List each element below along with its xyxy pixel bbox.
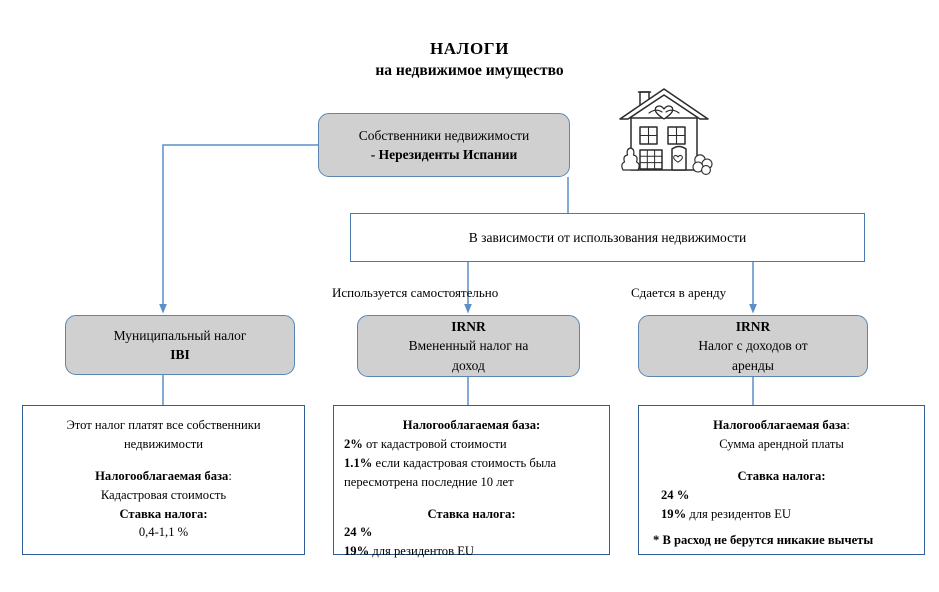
card-imputed-rate-label: Ставка налога:	[427, 506, 516, 521]
node-irnr-rental-line1: IRNR	[735, 319, 771, 335]
title-main: НАЛОГИ	[429, 39, 510, 58]
node-municipal-line1: Муниципальный налог	[113, 327, 247, 343]
card-rental-details: Налогооблагаемая база: Сумма арендной пл…	[638, 405, 925, 555]
card-imputed-rate-19-row: 19% для резидентов EU	[344, 542, 599, 561]
card-rental-base-row: Налогооблагаемая база:	[649, 416, 914, 435]
card-imputed-rate11-value: 1.1%	[344, 455, 373, 470]
node-owner-line1: Собственники недвижимости	[358, 127, 530, 143]
card-rental-note: * В расход не берутся никакие вычеты	[653, 533, 874, 548]
connector-owner-to-municipal	[159, 144, 318, 314]
branch-label-rented: Сдается в аренду	[631, 285, 727, 300]
card-rental-rate-19-value: 19%	[661, 506, 687, 521]
card-rental-rate-19-text: для резидентов EU	[686, 506, 791, 521]
card-imputed-rate11-text: если кадастровая стоимость была	[372, 455, 557, 470]
card-imputed-rate-19-text: для резидентов EU	[369, 544, 474, 559]
card-rental-base-colon: :	[846, 418, 850, 432]
branch-label-self-use: Используется самостоятельно	[332, 285, 499, 300]
card-imputed-rate11-row: 1.1% если кадастровая стоимость была	[344, 454, 599, 473]
card-imputed-rate2-row: 2% от кадастровой стоимости	[344, 435, 599, 454]
title-subtitle: на недвижимое имущество	[375, 61, 564, 79]
node-irnr-imputed-line1: IRNR	[451, 319, 486, 335]
card-municipal-intro-line2: недвижимости	[123, 436, 204, 451]
card-municipal-base-label: Налогооблагаемая база	[95, 468, 229, 483]
card-imputed-rate2-value: 2%	[344, 436, 363, 451]
card-imputed-rate11-cont: пересмотрена последние 10 лет	[344, 474, 514, 489]
card-imputed-base-label: Налогооблагаемая база:	[402, 418, 541, 432]
node-owner-nonresident[interactable]: Собственники недвижимости - Нерезиденты …	[318, 113, 570, 177]
card-rental-base-label: Налогооблагаемая база	[713, 418, 847, 432]
card-municipal-base-value: Кадастровая стоимость	[100, 487, 227, 502]
house-icon	[614, 82, 714, 178]
node-municipal-ibi[interactable]: Муниципальный налог IBI	[65, 315, 295, 375]
card-imputed-details: Налогооблагаемая база: 2% от кадастровой…	[333, 405, 610, 558]
node-irnr-imputed-line3: доход	[452, 357, 485, 373]
card-rental-base-value: Сумма арендной платы	[719, 436, 844, 451]
card-rental-rate-24: 24 %	[661, 487, 690, 502]
card-municipal-details: Этот налог платят все собственники недви…	[22, 405, 305, 555]
page-title: НАЛОГИ на недвижимое имущество	[0, 38, 939, 82]
card-municipal-rate-label: Ставка налога:	[119, 506, 208, 521]
card-municipal-rate-value: 0,4-1,1 %	[138, 525, 189, 540]
node-irnr-imputed-line2: Вмененный налог на	[408, 338, 529, 354]
card-municipal-base-colon: :	[228, 468, 232, 483]
node-irnr-rental-line3: аренды	[732, 357, 774, 373]
node-irnr-rental-line2: Налог с доходов от	[698, 338, 808, 354]
card-municipal-intro-line1: Этот налог платят все собственники	[66, 418, 261, 432]
node-irnr-imputed[interactable]: IRNR Вмененный налог на доход	[357, 315, 580, 377]
card-imputed-rate-19-value: 19%	[344, 544, 370, 559]
node-irnr-rental[interactable]: IRNR Налог с доходов от аренды	[638, 315, 868, 377]
node-usage-band-label: В зависимости от использования недвижимо…	[468, 229, 747, 245]
card-imputed-rate2-text: от кадастровой стоимости	[362, 436, 507, 451]
card-municipal-base-row: Налогооблагаемая база:	[33, 467, 294, 486]
card-rental-rate-19-row: 19% для резидентов EU	[649, 505, 914, 524]
node-usage-band[interactable]: В зависимости от использования недвижимо…	[350, 213, 865, 262]
card-imputed-rate-24: 24 %	[344, 525, 373, 540]
node-municipal-line2: IBI	[170, 347, 190, 362]
card-rental-rate-label: Ставка налога:	[737, 468, 826, 483]
node-owner-line2: - Нерезиденты Испании	[370, 147, 518, 162]
